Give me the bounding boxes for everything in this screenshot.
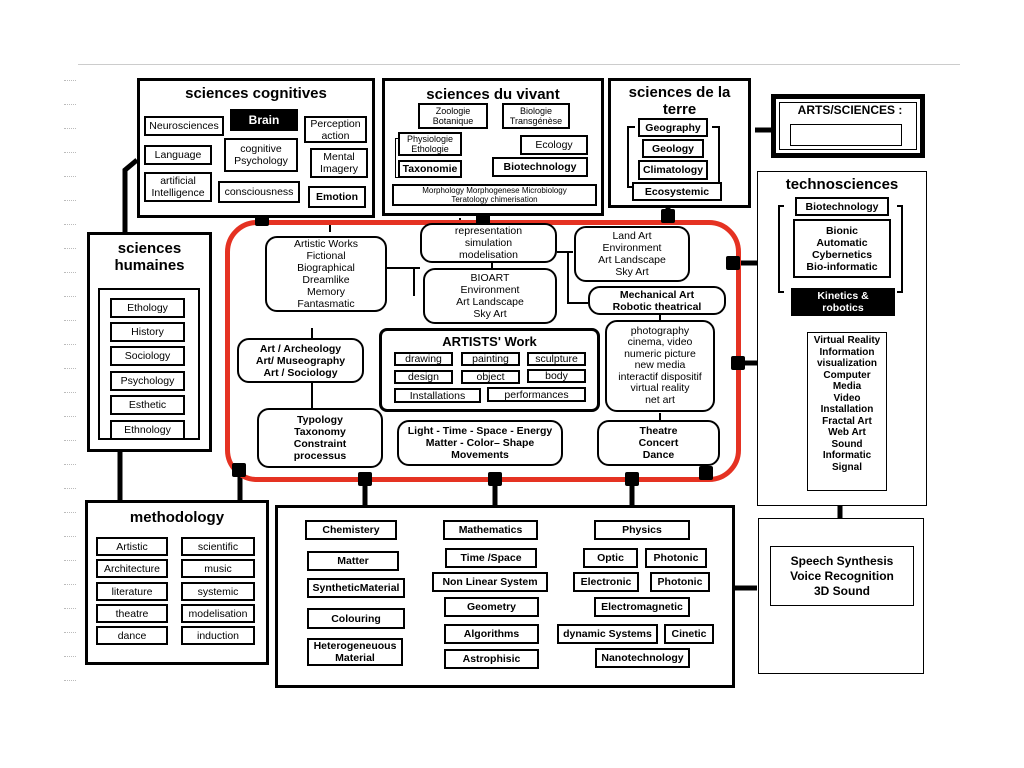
photonic-box-2: Photonic [650, 572, 710, 592]
techno-bracket-left [778, 205, 784, 293]
artists-work-title: ARTISTS' Work [442, 334, 537, 349]
panel-title: sciences du vivant [426, 86, 560, 103]
psychology-box: Psychology [110, 371, 185, 391]
kinetics-robotics-box: Kinetics & robotics [791, 288, 895, 316]
terre-bracket-left [627, 126, 635, 188]
history-box: History [110, 322, 185, 342]
zoologie-box: Zoologie Botanique [418, 103, 488, 129]
terre-bracket-right [712, 126, 720, 188]
panel-title: methodology [129, 509, 225, 526]
perception-action-box: Perception action [304, 116, 367, 143]
electromagnetic-box: Electromagnetic [594, 597, 690, 617]
dynamic-systems-box: dynamic Systems [557, 624, 658, 644]
artistic-works-node: Artistic Works Fictional Biographical Dr… [265, 236, 387, 312]
ethology-box: Ethology [110, 298, 185, 318]
slide-top-rule [78, 64, 960, 65]
electronic-box: Electronic [573, 572, 639, 592]
method-scientific-box: scientific [181, 537, 255, 556]
mechanical-art-node: Mechanical Art Robotic theatrical [588, 286, 726, 315]
method-architecture-box: Architecture [96, 559, 168, 578]
speech-box: Speech Synthesis Voice Recognition 3D So… [770, 546, 914, 606]
ecosystemic-box: Ecosystemic [632, 182, 722, 201]
sculpture-box: sculpture [527, 352, 586, 366]
arts-sciences-label: ARTS/SCIENCES : [797, 103, 903, 117]
matter-box: Matter [307, 551, 399, 571]
ethnology-box: Ethnology [110, 420, 185, 440]
typology-node: Typology Taxonomy Constraint processus [257, 408, 383, 468]
bioart-node: BIOART Environment Art Landscape Sky Art [423, 268, 557, 324]
method-theatre-box: theatre [96, 604, 168, 623]
method-modelisation-box: modelisation [181, 604, 255, 623]
language-box: Language [144, 145, 212, 165]
installations-box: Installations [394, 388, 481, 403]
light-time-space-node: Light - Time - Space - Energy Matter - C… [397, 420, 563, 466]
photography-node: photography cinema, video numeric pictur… [605, 320, 715, 412]
body-box: body [527, 369, 586, 383]
object-box: object [461, 370, 520, 384]
panel-title: sciences de la terre [628, 84, 731, 118]
panel-title: sciences humaines [114, 240, 185, 274]
panel-title: sciences cognitives [185, 85, 327, 102]
geometry-box: Geometry [444, 597, 539, 617]
astrophisic-box: Astrophisic [444, 649, 539, 669]
mathematics-box: Mathematics [443, 520, 538, 540]
climatology-box: Climatology [638, 160, 708, 180]
method-literature-box: literature [96, 582, 168, 601]
performances-box: performances [487, 387, 586, 402]
morphology-box: Morphology Morphogenese Microbiology Ter… [392, 184, 597, 206]
artificial-intelligence-box: artificial Intelligence [144, 172, 212, 202]
heterogeneous-box: Heterogeneuous Material [307, 638, 403, 666]
consciousness-box: consciousness [218, 181, 300, 203]
technosciences-list: Virtual Reality Information visualizatio… [807, 332, 887, 491]
techno-bracket-right [897, 205, 903, 293]
method-dance-box: dance [96, 626, 168, 645]
brain-box: Brain [230, 109, 298, 131]
physiologie-box: Physiologie Ethologie [398, 132, 462, 156]
method-systemic-box: systemic [181, 582, 255, 601]
method-artistic-box: Artistic [96, 537, 168, 556]
archeology-node: Art / Archeology Art/ Museography Art / … [237, 338, 364, 383]
emotion-box: Emotion [308, 186, 366, 208]
optic-box: Optic [583, 548, 638, 568]
painting-box: painting [461, 352, 520, 366]
colouring-box: Colouring [307, 608, 405, 629]
non-linear-box: Non Linear System [432, 572, 548, 592]
taxonomie-box: Taxonomie [398, 160, 462, 178]
mental-imagery-box: Mental Imagery [310, 148, 368, 178]
time-space-box: Time /Space [445, 548, 537, 568]
ecology-box: Ecology [520, 135, 588, 155]
design-box: design [394, 370, 453, 384]
geography-box: Geography [638, 118, 708, 137]
cognitive-psychology-box: cognitive Psychology [224, 138, 298, 172]
drawing-box: drawing [394, 352, 453, 366]
panel-sciences-humaines: sciences humaines [87, 232, 212, 452]
bionic-box: Bionic Automatic Cybernetics Bio-informa… [793, 219, 891, 278]
physics-box: Physics [594, 520, 690, 540]
nanotechnology-box: Nanotechnology [595, 648, 690, 668]
biotechnology-box: Biotechnology [492, 157, 588, 177]
cinetic-box: Cinetic [664, 624, 714, 644]
biologie-box: Biologie Transgénèse [502, 103, 570, 129]
method-induction-box: induction [181, 626, 255, 645]
theatre-node: Theatre Concert Dance [597, 420, 720, 466]
land-art-node: Land Art Environment Art Landscape Sky A… [574, 226, 690, 282]
algorithms-box: Algorithms [444, 624, 539, 644]
method-music-box: music [181, 559, 255, 578]
techno-biotechnology-box: Biotechnology [795, 197, 889, 216]
neurosciences-box: Neurosciences [144, 116, 224, 136]
representation-node: representation simulation modelisation [420, 223, 557, 263]
geology-box: Geology [642, 139, 704, 158]
panel-title: technosciences [785, 176, 899, 193]
photonic-box-1: Photonic [645, 548, 707, 568]
arts-sciences-input[interactable] [790, 124, 902, 146]
synthetic-material-box: SyntheticMaterial [307, 578, 405, 598]
chemistery-box: Chemistery [305, 520, 397, 540]
esthetic-box: Esthetic [110, 395, 185, 415]
sociology-box: Sociology [110, 346, 185, 366]
